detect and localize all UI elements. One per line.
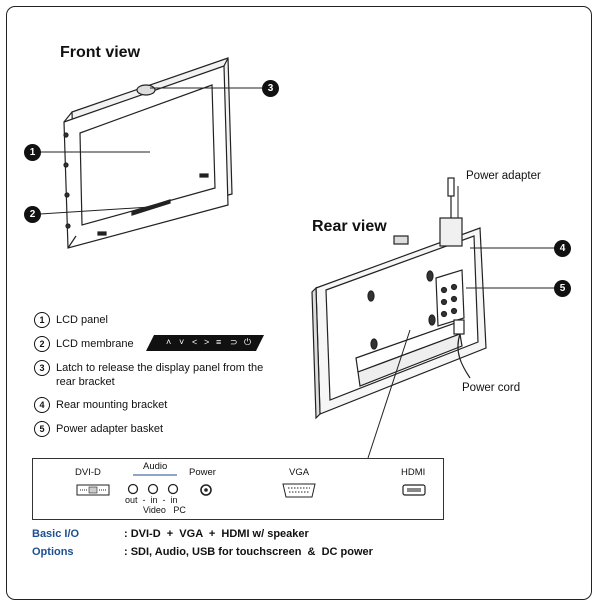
front-leader-lines xyxy=(39,87,262,215)
basic-io-value: : DVI-D + VGA + HDMI w/ speaker xyxy=(124,528,309,540)
power-adapter-label: Power adapter xyxy=(466,170,541,182)
vga-label: VGA xyxy=(289,467,310,478)
membrane-left-icon: < xyxy=(192,337,198,347)
options-value: : SDI, Audio, USB for touchscreen & DC p… xyxy=(124,546,373,558)
membrane-down-icon: ˅ xyxy=(179,337,185,347)
dvi-label: DVI-D xyxy=(75,467,101,478)
legend-item-rear-bracket: Rear mounting bracket xyxy=(56,399,168,411)
rear-leader-lines xyxy=(367,186,556,459)
audio-ports-label: out - in - in xyxy=(125,495,178,505)
power-jack-icon xyxy=(200,484,212,496)
callout-4: 4 xyxy=(554,240,571,257)
membrane-right-icon: > xyxy=(204,337,210,347)
legend-num-5: 5 xyxy=(34,421,50,437)
membrane-exit-icon: ⊃ xyxy=(230,337,238,347)
rear-monitor-illustration xyxy=(311,177,487,420)
callout-2: 2 xyxy=(24,206,41,223)
power-label: Power xyxy=(189,467,216,478)
dvi-port-icon xyxy=(76,484,110,496)
io-panel: DVI-D Audio Power VGA HDMI out - in - in… xyxy=(32,458,444,520)
hdmi-label: HDMI xyxy=(401,467,426,478)
basic-io-label: Basic I/O xyxy=(32,528,80,540)
audio-label: Audio xyxy=(143,461,168,472)
membrane-menu-icon: ≡ xyxy=(216,337,222,347)
callout-3: 3 xyxy=(262,80,279,97)
legend-item-latch: Latch to release the display panel from … xyxy=(56,362,264,374)
power-cord-label: Power cord xyxy=(462,382,521,394)
legend-item-lcd-membrane: LCD membrane xyxy=(56,338,134,350)
callout-1: 1 xyxy=(24,144,41,161)
membrane-power-icon: ⏻ xyxy=(244,337,252,347)
legend-num-1: 1 xyxy=(34,312,50,328)
legend-item-lcd-panel: LCD panel xyxy=(56,314,108,326)
front-monitor-illustration xyxy=(63,57,233,249)
hdmi-port-icon xyxy=(402,484,426,496)
legend-num-2: 2 xyxy=(34,336,50,352)
vga-port-icon xyxy=(282,483,316,498)
options-label: Options xyxy=(32,546,74,558)
legend-item-latch-line2: rear bracket xyxy=(56,376,115,388)
membrane-strip-icon xyxy=(146,335,264,351)
audio-sub-label: Video PC xyxy=(143,505,186,515)
diagram-frame xyxy=(6,6,592,600)
legend-num-4: 4 xyxy=(34,397,50,413)
audio-jack-icons xyxy=(127,483,179,495)
io-connectors xyxy=(76,474,426,498)
callout-5: 5 xyxy=(554,280,571,297)
legend-item-adapter-basket: Power adapter basket xyxy=(56,423,164,435)
membrane-up-icon: ˄ xyxy=(166,337,172,347)
rear-view-title: Rear view xyxy=(312,218,387,235)
legend-num-3: 3 xyxy=(34,360,50,376)
front-view-title: Front view xyxy=(60,44,141,61)
